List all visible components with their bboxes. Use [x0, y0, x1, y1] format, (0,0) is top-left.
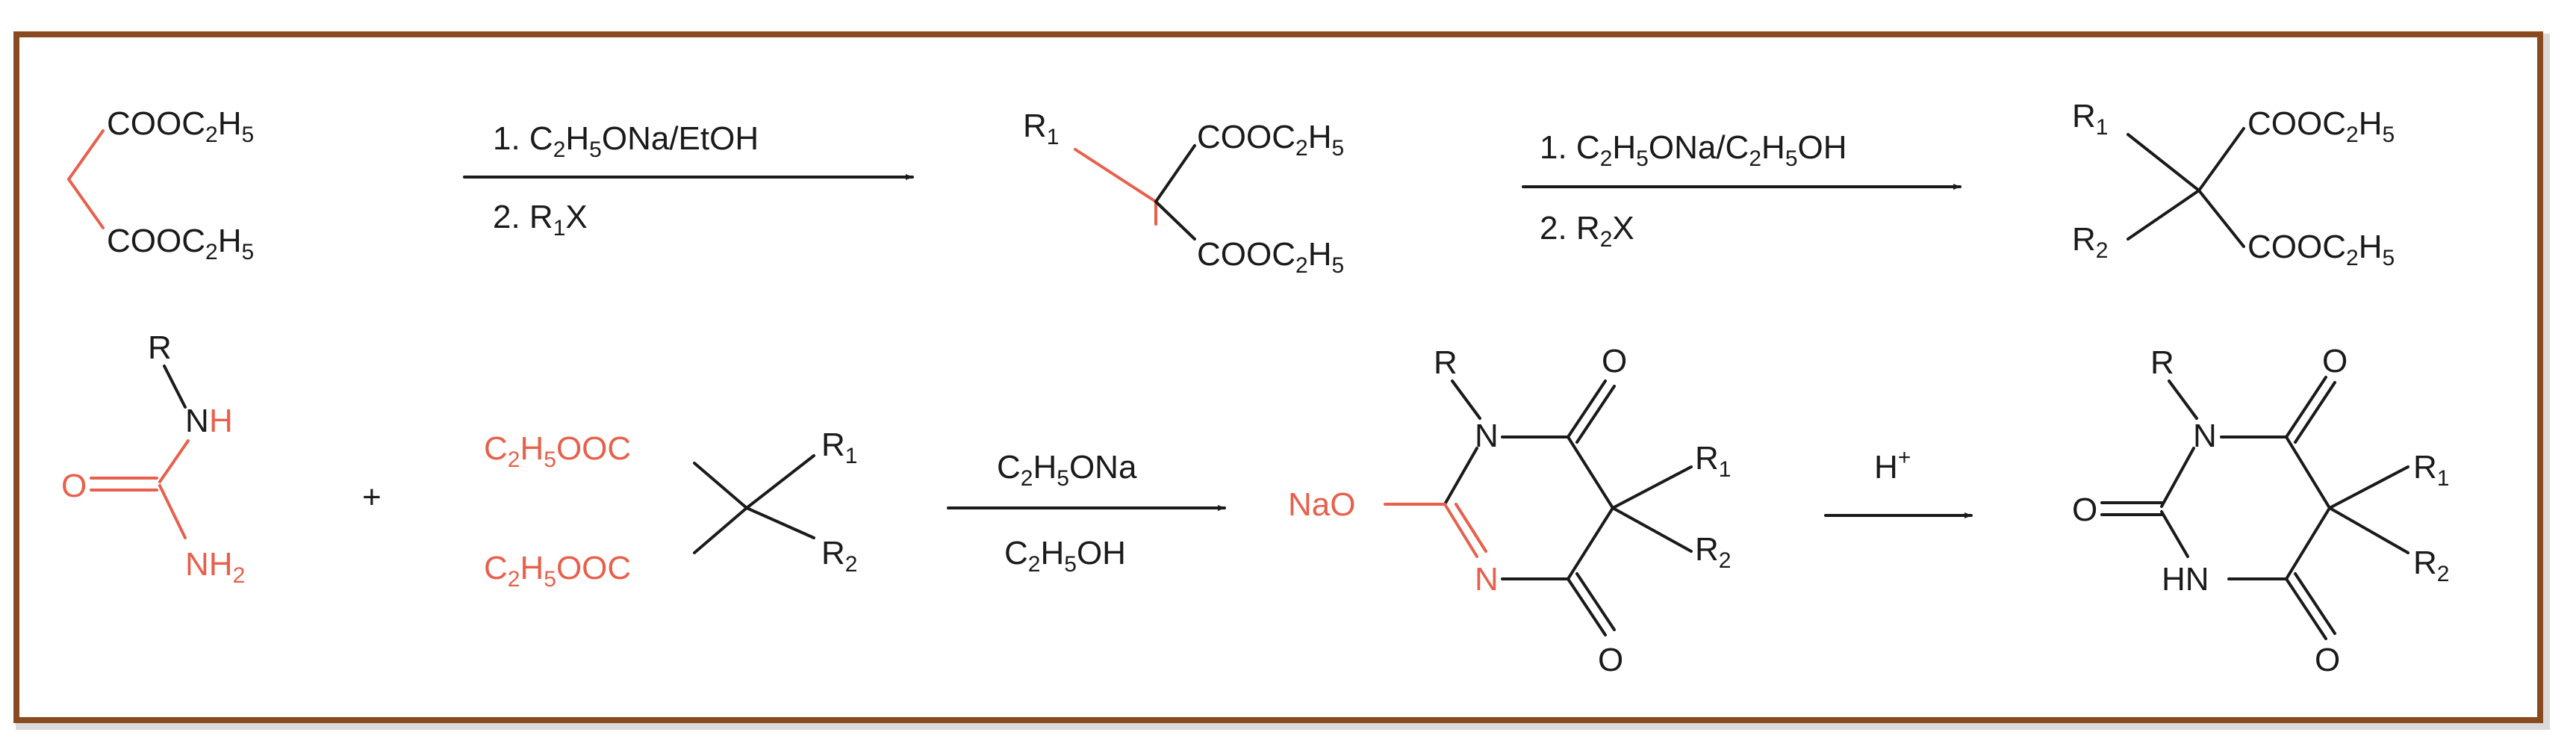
- ester-top-label: C2H5OOC: [484, 430, 631, 472]
- c6-o-bond: [1567, 577, 1607, 636]
- lower-ester-bond: [693, 506, 748, 554]
- substituted-urea: R N H O NH2: [61, 329, 245, 588]
- c4-c5-bond: [1567, 436, 1614, 509]
- c4-o-bond: [1567, 379, 1607, 438]
- o-bottom-label: O: [2315, 642, 2340, 678]
- r1-label: R1: [2072, 98, 2108, 140]
- o-left-label: O: [2072, 492, 2097, 528]
- r1-bond: [2127, 133, 2200, 192]
- c6-o-bond-2: [2294, 572, 2336, 635]
- c4-o-bond: [2285, 376, 2327, 438]
- ester-bottom-label: COOC2H5: [1197, 236, 1344, 278]
- r1-label: R1: [1023, 108, 1059, 149]
- o-top-label: O: [1602, 343, 1627, 379]
- hn-label: HN: [2162, 561, 2209, 598]
- plus-sign: +: [362, 479, 382, 515]
- frame-border: [13, 31, 2543, 723]
- n-label: N: [185, 403, 209, 439]
- c6-o-bond-2: [1575, 572, 1616, 631]
- r2-label: R2: [2072, 221, 2108, 263]
- r-n-bond: [163, 365, 187, 409]
- r-n-bond: [1451, 379, 1481, 420]
- upper-bond: [1154, 144, 1196, 203]
- c5-r2-bond: [1611, 506, 1693, 553]
- r1-bond: [1074, 148, 1157, 203]
- reagent-step-1: 1. C2H5ONa/C2H5OH: [1540, 129, 1847, 171]
- lower-bond: [1154, 200, 1196, 241]
- reagent-solvent: C2H5OH: [1004, 535, 1126, 577]
- reaction-arrow-2: 1. C2H5ONa/C2H5OH 2. R2X: [1522, 129, 1961, 252]
- lower-ester-bond: [2197, 189, 2245, 248]
- c-nh2-bond: [158, 484, 187, 539]
- n-c-bond: [158, 439, 190, 483]
- sodium-barbiturate-salt: R N O R1 R2 O N NaO: [1288, 343, 1731, 678]
- upper-ester-bond: [693, 462, 748, 509]
- diethyl-malonate: COOC2H5 COOC2H5: [66, 105, 254, 264]
- c6-o-bond: [2285, 577, 2327, 640]
- c2-n-double-bond-2: [1455, 503, 1487, 553]
- n-bottom-label: N: [1475, 561, 1499, 598]
- reagent-step-2: 2. R2X: [1540, 210, 1634, 252]
- ester-top-label: COOC2H5: [2247, 105, 2395, 147]
- methylene-bonds: [66, 129, 105, 229]
- n-top-label: N: [1475, 418, 1499, 454]
- c5-c6-bond: [1567, 506, 1614, 580]
- n-top-label: N: [2193, 418, 2217, 454]
- c5-r2-bond: [2328, 506, 2409, 554]
- barbiturate-product: R N O R1 R2 O HN O: [2072, 343, 2449, 678]
- r2-label: R2: [2413, 545, 2449, 586]
- c5-r1-bond: [1611, 465, 1693, 509]
- r1-label: R1: [2413, 449, 2449, 491]
- r-label: R: [2150, 344, 2174, 381]
- r1-bond: [745, 454, 815, 509]
- c4-o-bond-2: [2294, 381, 2336, 444]
- ester-top-label: COOC2H5: [1197, 119, 1344, 161]
- r2-bond: [745, 506, 815, 539]
- o-label: O: [61, 468, 87, 504]
- reagent-step-1: 1. C2H5ONa/EtOH: [493, 120, 759, 162]
- c4-o-bond-2: [1575, 385, 1616, 444]
- dialkyl-malonate-reactant: C2H5OOC C2H5OOC R1 R2: [484, 427, 857, 592]
- o-top-label: O: [2322, 343, 2348, 379]
- upper-ester-bond: [2197, 127, 2245, 192]
- c4-c5-bond: [2285, 436, 2331, 509]
- r2-bond: [2127, 189, 2200, 241]
- reagent-acid: H+: [1874, 445, 1911, 486]
- n-c2-bond: [1443, 447, 1478, 506]
- n-c2-bond: [2160, 447, 2195, 508]
- r1-label: R1: [1695, 440, 1731, 482]
- nao-label: NaO: [1288, 486, 1355, 523]
- ester-bottom-label: COOC2H5: [107, 223, 254, 264]
- c5-r1-bond: [2328, 465, 2409, 509]
- reaction-arrow-3: C2H5ONa C2H5OH: [947, 449, 1226, 577]
- c5-c6-bond: [2285, 506, 2331, 580]
- r-label: R: [1434, 344, 1457, 381]
- monoalkyl-malonate: R1 COOC2H5 COOC2H5: [1023, 108, 1344, 278]
- ester-bottom-label: COOC2H5: [2247, 229, 2395, 270]
- nh2-label: NH2: [185, 546, 245, 588]
- h-label: H: [209, 403, 233, 439]
- reaction-arrow-4: H+: [1824, 445, 1973, 518]
- reaction-arrow-1: 1. C2H5ONa/EtOH 2. R1X: [463, 120, 914, 241]
- ester-top-label: COOC2H5: [107, 105, 254, 147]
- r-label: R: [148, 329, 172, 366]
- r2-label: R2: [821, 535, 857, 577]
- dialkyl-malonate: R1 R2 COOC2H5 COOC2H5: [2072, 98, 2395, 270]
- r-n-bond: [2168, 379, 2198, 420]
- reagent-step-2: 2. R1X: [493, 199, 588, 241]
- r1-label: R1: [821, 427, 857, 468]
- ester-bottom-label: C2H5OOC: [484, 550, 631, 592]
- c2-nh-bond: [2160, 510, 2189, 558]
- o-bottom-label: O: [1598, 642, 1623, 678]
- c2-n-double-bond: [1443, 503, 1478, 558]
- r2-label: R2: [1695, 531, 1731, 573]
- reagent-base: C2H5ONa: [997, 449, 1137, 491]
